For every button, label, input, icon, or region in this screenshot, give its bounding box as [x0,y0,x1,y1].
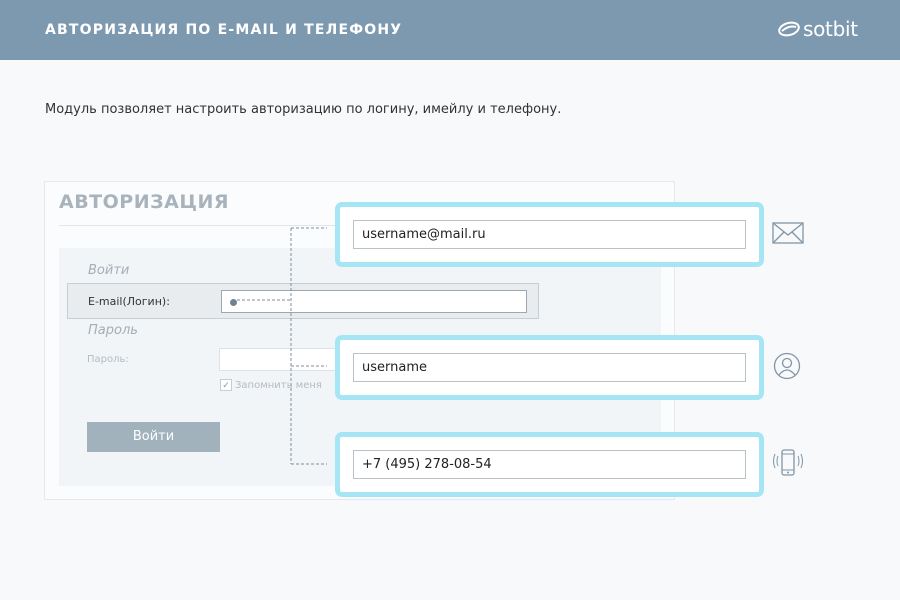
connector-dot [230,299,237,306]
form-title: АВТОРИЗАЦИЯ [59,191,229,213]
envelope-icon [772,222,804,244]
logo-text: sotbit [803,17,858,41]
phone-icon [773,449,803,476]
password-label: Пароль: [87,354,129,365]
sotbit-logo[interactable]: sotbit [778,17,858,41]
phone-callout: +7 (495) 278-08-54 [335,432,764,497]
login-button[interactable]: Войти [87,422,220,452]
email-callout: username@mail.ru [335,202,764,267]
phone-example-field[interactable]: +7 (495) 278-08-54 [353,450,746,479]
logo-icon [778,21,800,37]
username-example-field[interactable]: username [353,353,746,382]
login-label: E-mail(Логин): [88,295,170,308]
password-section-label: Пароль [88,323,138,338]
page-title: АВТОРИЗАЦИЯ ПО E-MAIL И ТЕЛЕФОНУ [45,22,403,38]
email-example-field[interactable]: username@mail.ru [353,220,746,249]
remember-label: Запомнить меня [235,379,322,391]
login-row: E-mail(Логин): [67,283,539,319]
intro-text: Модуль позволяет настроить авторизацию п… [45,102,562,117]
login-input[interactable] [221,290,527,313]
username-callout: username [335,335,764,400]
remember-me[interactable]: ✓ Запомнить меня [220,379,322,391]
user-icon [773,352,801,380]
login-section-label: Войти [88,263,130,278]
title-divider [59,225,349,226]
header: АВТОРИЗАЦИЯ ПО E-MAIL И ТЕЛЕФОНУ sotbit [0,0,900,60]
remember-checkbox[interactable]: ✓ [220,379,232,391]
